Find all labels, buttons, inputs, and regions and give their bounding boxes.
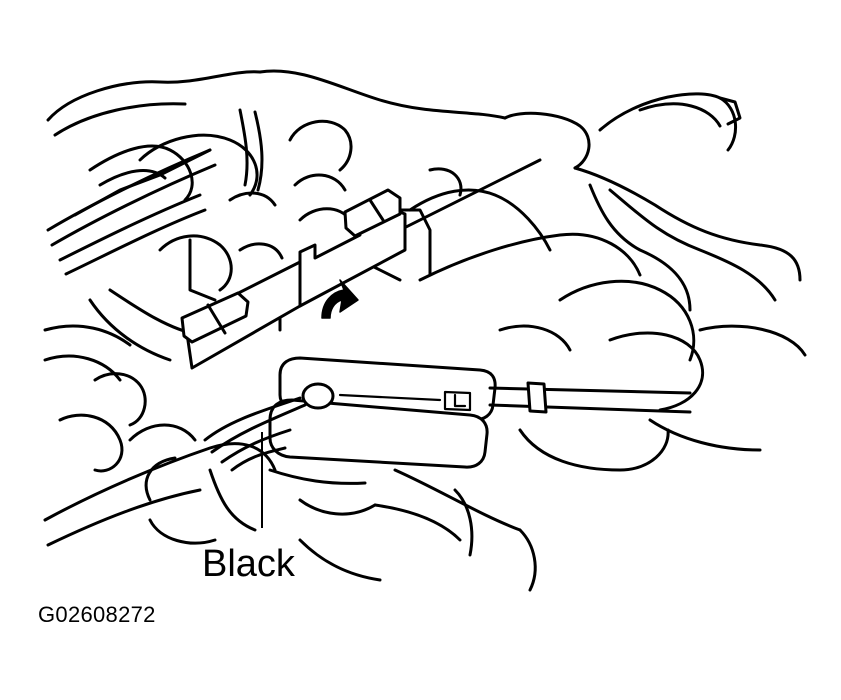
wire-color-label: Black (202, 543, 295, 585)
wiring-harness (203, 396, 307, 472)
engine-background (43, 69, 807, 473)
clamp-probe (268, 356, 497, 469)
connector-bracket (180, 188, 407, 370)
engine-lower (43, 442, 537, 592)
figure-code: G02608272 (38, 602, 156, 627)
probe-cable (488, 381, 692, 414)
lift-arrow-icon (321, 279, 359, 319)
